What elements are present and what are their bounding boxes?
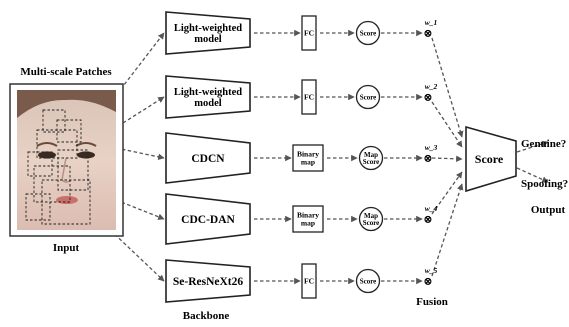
model-label: CDC-DAN	[181, 214, 235, 226]
multiply-icon: ⊗	[424, 215, 432, 226]
score-label-line: Score	[360, 93, 377, 101]
weight-to-fusion-arrow	[431, 155, 463, 163]
fusion-label: Fusion	[416, 296, 448, 308]
output-genuine-label: Genuine?	[521, 138, 566, 150]
face-right-eye	[77, 151, 95, 159]
fc-label-line: FC	[304, 93, 314, 102]
face-left-eye	[38, 151, 56, 159]
fc-block	[301, 15, 317, 51]
weight-label: w_5	[425, 266, 438, 275]
multiply-icon: ⊗	[424, 93, 432, 104]
binary-map-label-line: map	[301, 219, 315, 228]
input-to-model-arrow	[122, 96, 165, 124]
multiply-icon: ⊗	[424, 154, 432, 165]
output-spoofing-label: Spoofing?	[521, 178, 568, 190]
patch-box	[42, 109, 66, 133]
fusion-block-label: Score	[475, 152, 504, 166]
output-label: Output	[531, 204, 566, 216]
weight-label: w_1	[425, 18, 438, 27]
model-block	[165, 75, 251, 119]
binary-map-label-line: map	[301, 158, 315, 167]
face-mouth	[56, 196, 78, 204]
weight-to-fusion-arrow	[431, 171, 463, 215]
weight-to-fusion-arrow	[431, 183, 464, 277]
input-to-model-arrow	[116, 32, 165, 95]
score-label-line: Map	[364, 151, 378, 159]
model-block	[165, 193, 251, 245]
patch-box	[27, 151, 53, 177]
patch-box	[41, 179, 91, 225]
binary-map-label-line: Binary	[297, 211, 319, 220]
face-right-brow	[75, 142, 97, 147]
fc-label-line: FC	[304, 277, 314, 286]
multi-scale-patches-label: Multi-scale Patches	[20, 66, 112, 78]
score-node	[358, 145, 384, 171]
model-label-line: Light-weighted	[174, 23, 242, 34]
weight-label: w_3	[425, 143, 438, 152]
fc-label: FC	[304, 29, 314, 38]
model-block	[165, 132, 251, 184]
input-to-model-arrow	[115, 199, 165, 220]
score-label: Score	[360, 29, 377, 37]
model-label-line: CDC-DAN	[181, 214, 235, 226]
weight-label: w_2	[425, 82, 438, 91]
face-image	[17, 90, 116, 230]
score-label-line: Map	[364, 212, 378, 220]
patch-box	[25, 193, 51, 221]
model-label: Se-ResNeXt26	[173, 276, 244, 288]
score-node	[355, 20, 381, 46]
score-label-line: Score	[363, 219, 380, 227]
node-layer	[9, 11, 517, 303]
score-label-line: Score	[360, 29, 377, 37]
model-label-line: model	[194, 98, 221, 109]
fc-block	[301, 263, 317, 299]
model-block	[165, 11, 251, 55]
score-node	[355, 84, 381, 110]
patch-box	[56, 119, 82, 143]
binary-map-block	[292, 144, 324, 172]
patch-box	[36, 129, 78, 159]
input-label: Input	[53, 242, 80, 254]
fc-label-line: FC	[304, 29, 314, 38]
multiply-icon: ⊗	[424, 29, 432, 40]
fc-label: FC	[304, 93, 314, 102]
score-label: Score	[360, 93, 377, 101]
weight-label: w_4	[425, 204, 438, 213]
fusion-block	[465, 125, 517, 193]
model-block	[165, 259, 251, 303]
patch-box	[33, 165, 71, 203]
model-label-line: CDCN	[191, 153, 225, 165]
score-node	[358, 206, 384, 232]
model-label-line: model	[194, 34, 221, 45]
fusion-to-genuine-arrow	[516, 140, 549, 153]
weight-to-fusion-arrow	[431, 101, 463, 148]
multiply-icon: ⊗	[424, 277, 432, 288]
score-label: Score	[360, 277, 377, 285]
weight-to-fusion-arrow	[431, 37, 464, 138]
model-label: CDCN	[191, 153, 225, 165]
face-left-brow	[36, 142, 58, 147]
fc-block	[301, 79, 317, 115]
score-label-line: Score	[363, 158, 380, 166]
score-node	[355, 268, 381, 294]
fc-label: FC	[304, 277, 314, 286]
binary-map-block	[292, 205, 324, 233]
model-label-line: Light-weighted	[174, 87, 242, 98]
model-label-line: Se-ResNeXt26	[173, 276, 244, 288]
input-to-model-arrow	[115, 147, 165, 160]
backbone-label: Backbone	[183, 310, 230, 322]
binary-map-label-line: Binary	[297, 150, 319, 159]
face-hair	[17, 90, 116, 118]
patch-box	[57, 149, 89, 191]
score-label-line: Score	[360, 277, 377, 285]
